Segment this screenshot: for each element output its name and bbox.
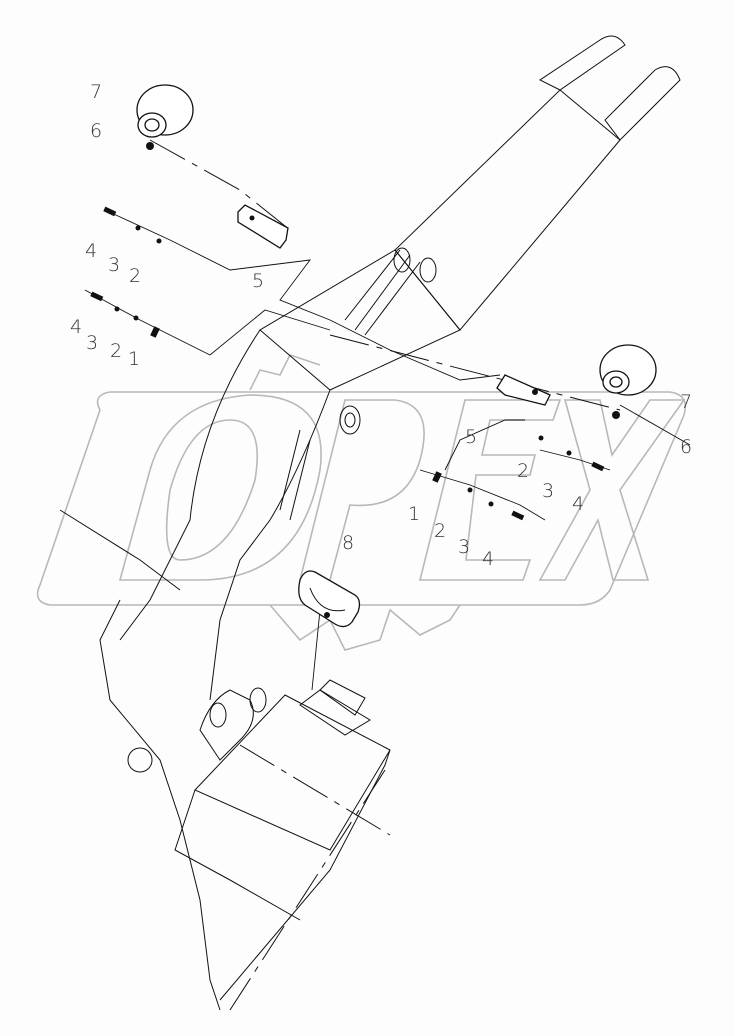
boom-arm	[59, 35, 681, 1011]
callout-cab-lamp-8: 8	[342, 532, 355, 554]
callout-clip-1-b: 1	[128, 348, 141, 370]
bracket-right	[496, 374, 551, 406]
callout-lockwasher-3-a: 3	[108, 254, 121, 276]
callout-lockwasher-3-rb: 3	[458, 536, 471, 558]
callout-lamp-7-left: 7	[90, 81, 103, 103]
callout-bolt-4-ra: 4	[572, 493, 585, 515]
callout-bolt-4-b: 4	[70, 316, 83, 338]
opex-watermark	[36, 354, 687, 651]
callout-washer-2-a: 2	[129, 265, 142, 287]
callout-lockwasher-3-ra: 3	[542, 480, 555, 502]
cab-lamp	[298, 570, 361, 628]
callout-washer-2-rb: 2	[434, 520, 447, 542]
fasteners	[90, 206, 605, 521]
callout-washer-2-b: 2	[110, 340, 123, 362]
callout-bracket-5-right: 5	[465, 426, 478, 448]
callout-bolt-4-rb: 4	[482, 548, 495, 570]
callout-nut-6-right: 6	[680, 436, 693, 458]
callout-clip-1-rb: 1	[408, 503, 421, 525]
callout-bracket-5-left: 5	[252, 270, 265, 292]
callout-lockwasher-3-b: 3	[86, 332, 99, 354]
assembly-lines	[84, 139, 691, 691]
bracket-left	[237, 204, 289, 249]
base-frame	[174, 679, 391, 1011]
callout-nut-6-left: 6	[90, 120, 103, 142]
callout-lamp-7-right: 7	[680, 391, 693, 413]
callout-bolt-4-a: 4	[85, 240, 98, 262]
work-lamp-right	[599, 344, 657, 419]
work-lamp-left	[136, 84, 194, 150]
callout-washer-2-ra: 2	[517, 460, 530, 482]
